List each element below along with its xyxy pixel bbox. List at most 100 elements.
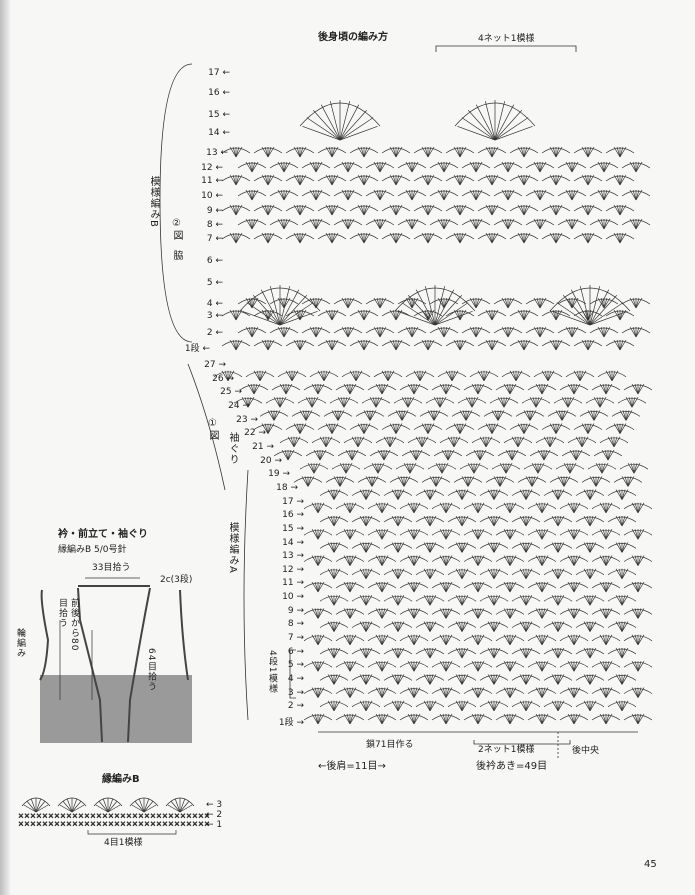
stitch-post bbox=[445, 634, 453, 645]
stitch-post bbox=[555, 204, 563, 216]
stitch-post bbox=[299, 146, 307, 158]
stitch-post bbox=[311, 713, 319, 725]
stitch-post bbox=[570, 687, 575, 698]
fan-post bbox=[424, 286, 436, 326]
stitch-post bbox=[349, 502, 354, 513]
row-number-a: 22 → bbox=[244, 428, 266, 439]
stitch-post bbox=[379, 218, 384, 230]
fan-post bbox=[279, 310, 318, 326]
stitch-post bbox=[535, 608, 543, 619]
stitch-post bbox=[343, 687, 351, 698]
stitch-post bbox=[555, 174, 560, 186]
stitch-post bbox=[506, 713, 511, 725]
stitch-post bbox=[525, 542, 530, 553]
stitch-post bbox=[605, 370, 613, 381]
stitch-post bbox=[571, 218, 579, 230]
stitch-post bbox=[615, 542, 623, 553]
stitch-post bbox=[461, 700, 466, 711]
stitch-post bbox=[587, 174, 595, 186]
stitch-post bbox=[405, 326, 413, 338]
stitch-post bbox=[411, 297, 416, 309]
stitch-post bbox=[618, 647, 623, 659]
stitch-post bbox=[413, 713, 418, 725]
stitch-post bbox=[467, 476, 475, 487]
stitch-post bbox=[351, 449, 359, 461]
stitch-post bbox=[557, 542, 562, 553]
stitch-post bbox=[408, 326, 413, 338]
stitch-post bbox=[471, 661, 479, 672]
stitch-post bbox=[347, 297, 352, 309]
row-number-a: 11 → bbox=[282, 578, 304, 589]
stitch-post bbox=[363, 423, 368, 434]
stitch-post bbox=[593, 410, 598, 421]
stitch-post bbox=[410, 634, 415, 645]
stitch-post bbox=[395, 423, 400, 434]
stitch-post bbox=[459, 339, 467, 351]
stitch-post bbox=[519, 568, 527, 579]
stitch-post bbox=[567, 581, 575, 593]
stitch-post bbox=[235, 204, 243, 216]
stitch-post bbox=[573, 581, 581, 593]
stitch-post bbox=[381, 370, 389, 381]
stitch-post bbox=[413, 713, 421, 725]
stitch-post bbox=[504, 189, 509, 201]
stitch-post bbox=[541, 370, 549, 381]
stitch-post bbox=[389, 339, 397, 351]
edging-cross: × bbox=[204, 812, 210, 820]
stitch-post bbox=[537, 463, 542, 474]
stitch-post bbox=[276, 397, 281, 408]
stitch-post bbox=[554, 489, 559, 500]
stitch-post bbox=[583, 595, 591, 606]
stitch-post bbox=[483, 370, 488, 381]
stitch-post bbox=[394, 568, 399, 579]
stitch-post bbox=[583, 674, 591, 685]
stitch-post bbox=[601, 449, 609, 461]
stitch-post bbox=[583, 621, 591, 632]
stitch-post bbox=[557, 476, 565, 487]
stitch-post bbox=[538, 555, 543, 566]
stitch-post bbox=[549, 423, 557, 434]
stitch-post bbox=[317, 661, 325, 672]
stitch-post bbox=[471, 687, 479, 698]
stitch-post bbox=[458, 568, 463, 579]
stitch-post bbox=[381, 581, 389, 593]
stitch-post bbox=[488, 174, 493, 186]
stitch-post bbox=[439, 397, 444, 408]
stitch-post bbox=[365, 700, 370, 711]
stitch-post bbox=[525, 489, 530, 500]
stitch-post bbox=[504, 161, 509, 173]
stitch-post bbox=[461, 542, 469, 553]
stitch-post bbox=[570, 555, 575, 566]
stitch-post bbox=[633, 463, 638, 474]
stitch-post bbox=[635, 161, 640, 173]
stitch-post bbox=[277, 326, 285, 338]
row-number-a: 7 → bbox=[287, 633, 304, 644]
stitch-post bbox=[477, 713, 482, 725]
stitch-post bbox=[488, 204, 493, 216]
stitch-post bbox=[482, 436, 487, 447]
stitch-post bbox=[493, 595, 501, 606]
edging-cross: × bbox=[144, 812, 150, 820]
stitch-post bbox=[532, 397, 537, 408]
stitch-post bbox=[605, 661, 613, 672]
stitch-post bbox=[607, 449, 612, 461]
stitch-post bbox=[503, 661, 511, 672]
stitch-post bbox=[365, 515, 370, 527]
stitch-post bbox=[327, 621, 335, 632]
stitch-post bbox=[541, 502, 549, 513]
row-number-a: 17 → bbox=[282, 496, 304, 507]
stitch-post bbox=[487, 674, 495, 685]
stitch-post bbox=[599, 529, 607, 540]
stitch-post bbox=[485, 423, 493, 434]
stitch-post bbox=[575, 449, 583, 461]
stitch-post bbox=[330, 542, 335, 553]
stitch-post bbox=[618, 595, 623, 606]
stitch-post bbox=[541, 713, 549, 725]
stitch-post bbox=[333, 674, 341, 685]
stitch-post bbox=[589, 647, 597, 659]
stitch-post bbox=[493, 568, 498, 579]
stitch-post bbox=[397, 568, 402, 579]
edging-cross: × bbox=[72, 812, 78, 820]
stitch-post bbox=[397, 674, 402, 685]
stitch-post bbox=[599, 634, 607, 645]
